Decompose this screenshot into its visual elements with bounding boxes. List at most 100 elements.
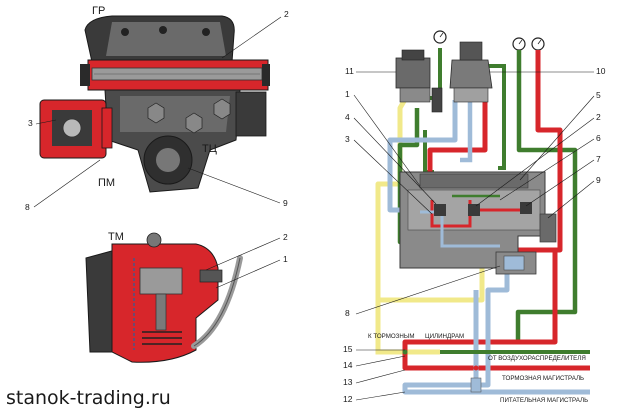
caption-cylinders-a: К ТОРМОЗНЫМ [368, 333, 415, 340]
label-6: 6 [596, 133, 601, 143]
label-pm: ПМ [98, 177, 115, 189]
label-15: 15 [343, 344, 353, 354]
label-5: 5 [596, 90, 601, 100]
label-14: 14 [343, 360, 353, 370]
label-3: 3 [345, 134, 350, 144]
label-1: 1 [345, 89, 350, 99]
junction-block [470, 377, 482, 393]
valve-body-top [419, 173, 529, 189]
label-4: 4 [345, 112, 350, 122]
caption-cylinders-b: ЦИЛИНДРАМ [425, 333, 464, 340]
top-housing-highlight [106, 22, 226, 56]
top-crane-11 [395, 57, 431, 89]
bolt [159, 26, 167, 34]
top-crane-10 [449, 59, 493, 89]
left-subvalve-port [62, 118, 82, 138]
bolt [121, 28, 129, 36]
tm-handle-edge [193, 257, 241, 347]
leader [353, 139, 433, 215]
gauge-needle [439, 32, 444, 38]
gauge-needle [518, 39, 523, 45]
internal-piston [468, 204, 480, 216]
pipe-blue-right [460, 80, 473, 163]
junction [402, 349, 408, 355]
junction [473, 365, 479, 371]
pipe-red-bottom [402, 250, 590, 371]
leader [355, 355, 406, 367]
leader [525, 159, 595, 207]
leader [187, 167, 281, 204]
top-crane-11-base [399, 87, 431, 103]
leader [215, 259, 281, 289]
caption-supply-line: ПИТАТЕЛЬНАЯ МАГИСТРАЛЬ [500, 397, 588, 404]
label-9-top: 9 [283, 198, 288, 208]
leader [499, 138, 595, 201]
leader [353, 94, 421, 187]
lower-chamber-inner [156, 148, 180, 172]
label-2: 2 [596, 112, 601, 122]
leader [355, 369, 406, 384]
top-crane-11-cap [401, 49, 425, 61]
pipe-yellow-bottom [375, 345, 440, 355]
leader [205, 237, 281, 271]
label-2-bottom: 2 [283, 232, 288, 242]
leader [35, 119, 57, 125]
label-2-top: 2 [284, 9, 289, 19]
tm-top-nut [146, 232, 162, 248]
gauge-needle [537, 39, 542, 45]
pipe-green-far [515, 50, 578, 340]
bolt [202, 28, 210, 36]
hex-nut [147, 102, 165, 124]
label-tm: ТМ [108, 231, 124, 243]
leader [355, 265, 501, 315]
watermark: stanok-trading.ru [6, 387, 171, 409]
side-valve [539, 213, 557, 243]
caption-brake-line: ТОРМОЗНАЯ МАГИСТРАЛЬ [502, 375, 584, 382]
main-body-shade [120, 96, 230, 132]
right-block [235, 91, 267, 137]
tm-stem [155, 293, 167, 331]
tm-side-plug [199, 269, 223, 283]
pipe-green-right [486, 64, 506, 170]
label-7: 7 [596, 154, 601, 164]
top-valve-view: ГР ТЦ ПМ 2 3 8 9 [25, 5, 289, 212]
label-12: 12 [343, 394, 353, 404]
label-13: 13 [343, 377, 353, 387]
leader [355, 391, 406, 401]
label-9: 9 [596, 175, 601, 185]
shaft-cap-left [80, 64, 90, 86]
hex-nut [185, 112, 203, 134]
leader [353, 117, 437, 205]
leader [33, 159, 101, 208]
pneumatic-schematic: 11 10 1 5 4 2 3 6 7 9 8 15 14 13 12 К ТО… [343, 30, 606, 404]
internal-piston [434, 204, 446, 216]
top-crane-10-base [453, 87, 489, 103]
top-crane-10-cap [459, 41, 483, 61]
caption-distributor: ОТ ВОЗДУХОРАСПРЕДЕЛИТЕЛЯ [488, 355, 586, 362]
top-crane-11-tank [431, 87, 443, 113]
shaft-cap-right [262, 64, 270, 86]
label-10: 10 [596, 66, 606, 76]
label-tc: ТЦ [202, 143, 217, 155]
leader [519, 95, 595, 181]
internal-piston [520, 202, 532, 214]
label-11: 11 [345, 66, 354, 76]
lower-valve-core [503, 255, 525, 271]
label-8: 8 [345, 308, 350, 318]
label-8-top: 8 [25, 202, 30, 212]
internal-channel-blue [420, 210, 500, 248]
bottom-valve-view: ТМ 2 1 [85, 231, 288, 363]
leader [547, 180, 595, 219]
left-subvalve-stem [101, 107, 113, 149]
leader [221, 16, 282, 59]
pipe-red-center [427, 88, 488, 175]
label-gr: ГР [92, 5, 105, 17]
hex-nut [213, 98, 231, 120]
tm-piston [139, 267, 183, 295]
pipe-yellow-lower [375, 262, 485, 345]
leader [475, 117, 595, 207]
tm-spring [142, 331, 182, 345]
label-1-bottom: 1 [283, 254, 288, 264]
